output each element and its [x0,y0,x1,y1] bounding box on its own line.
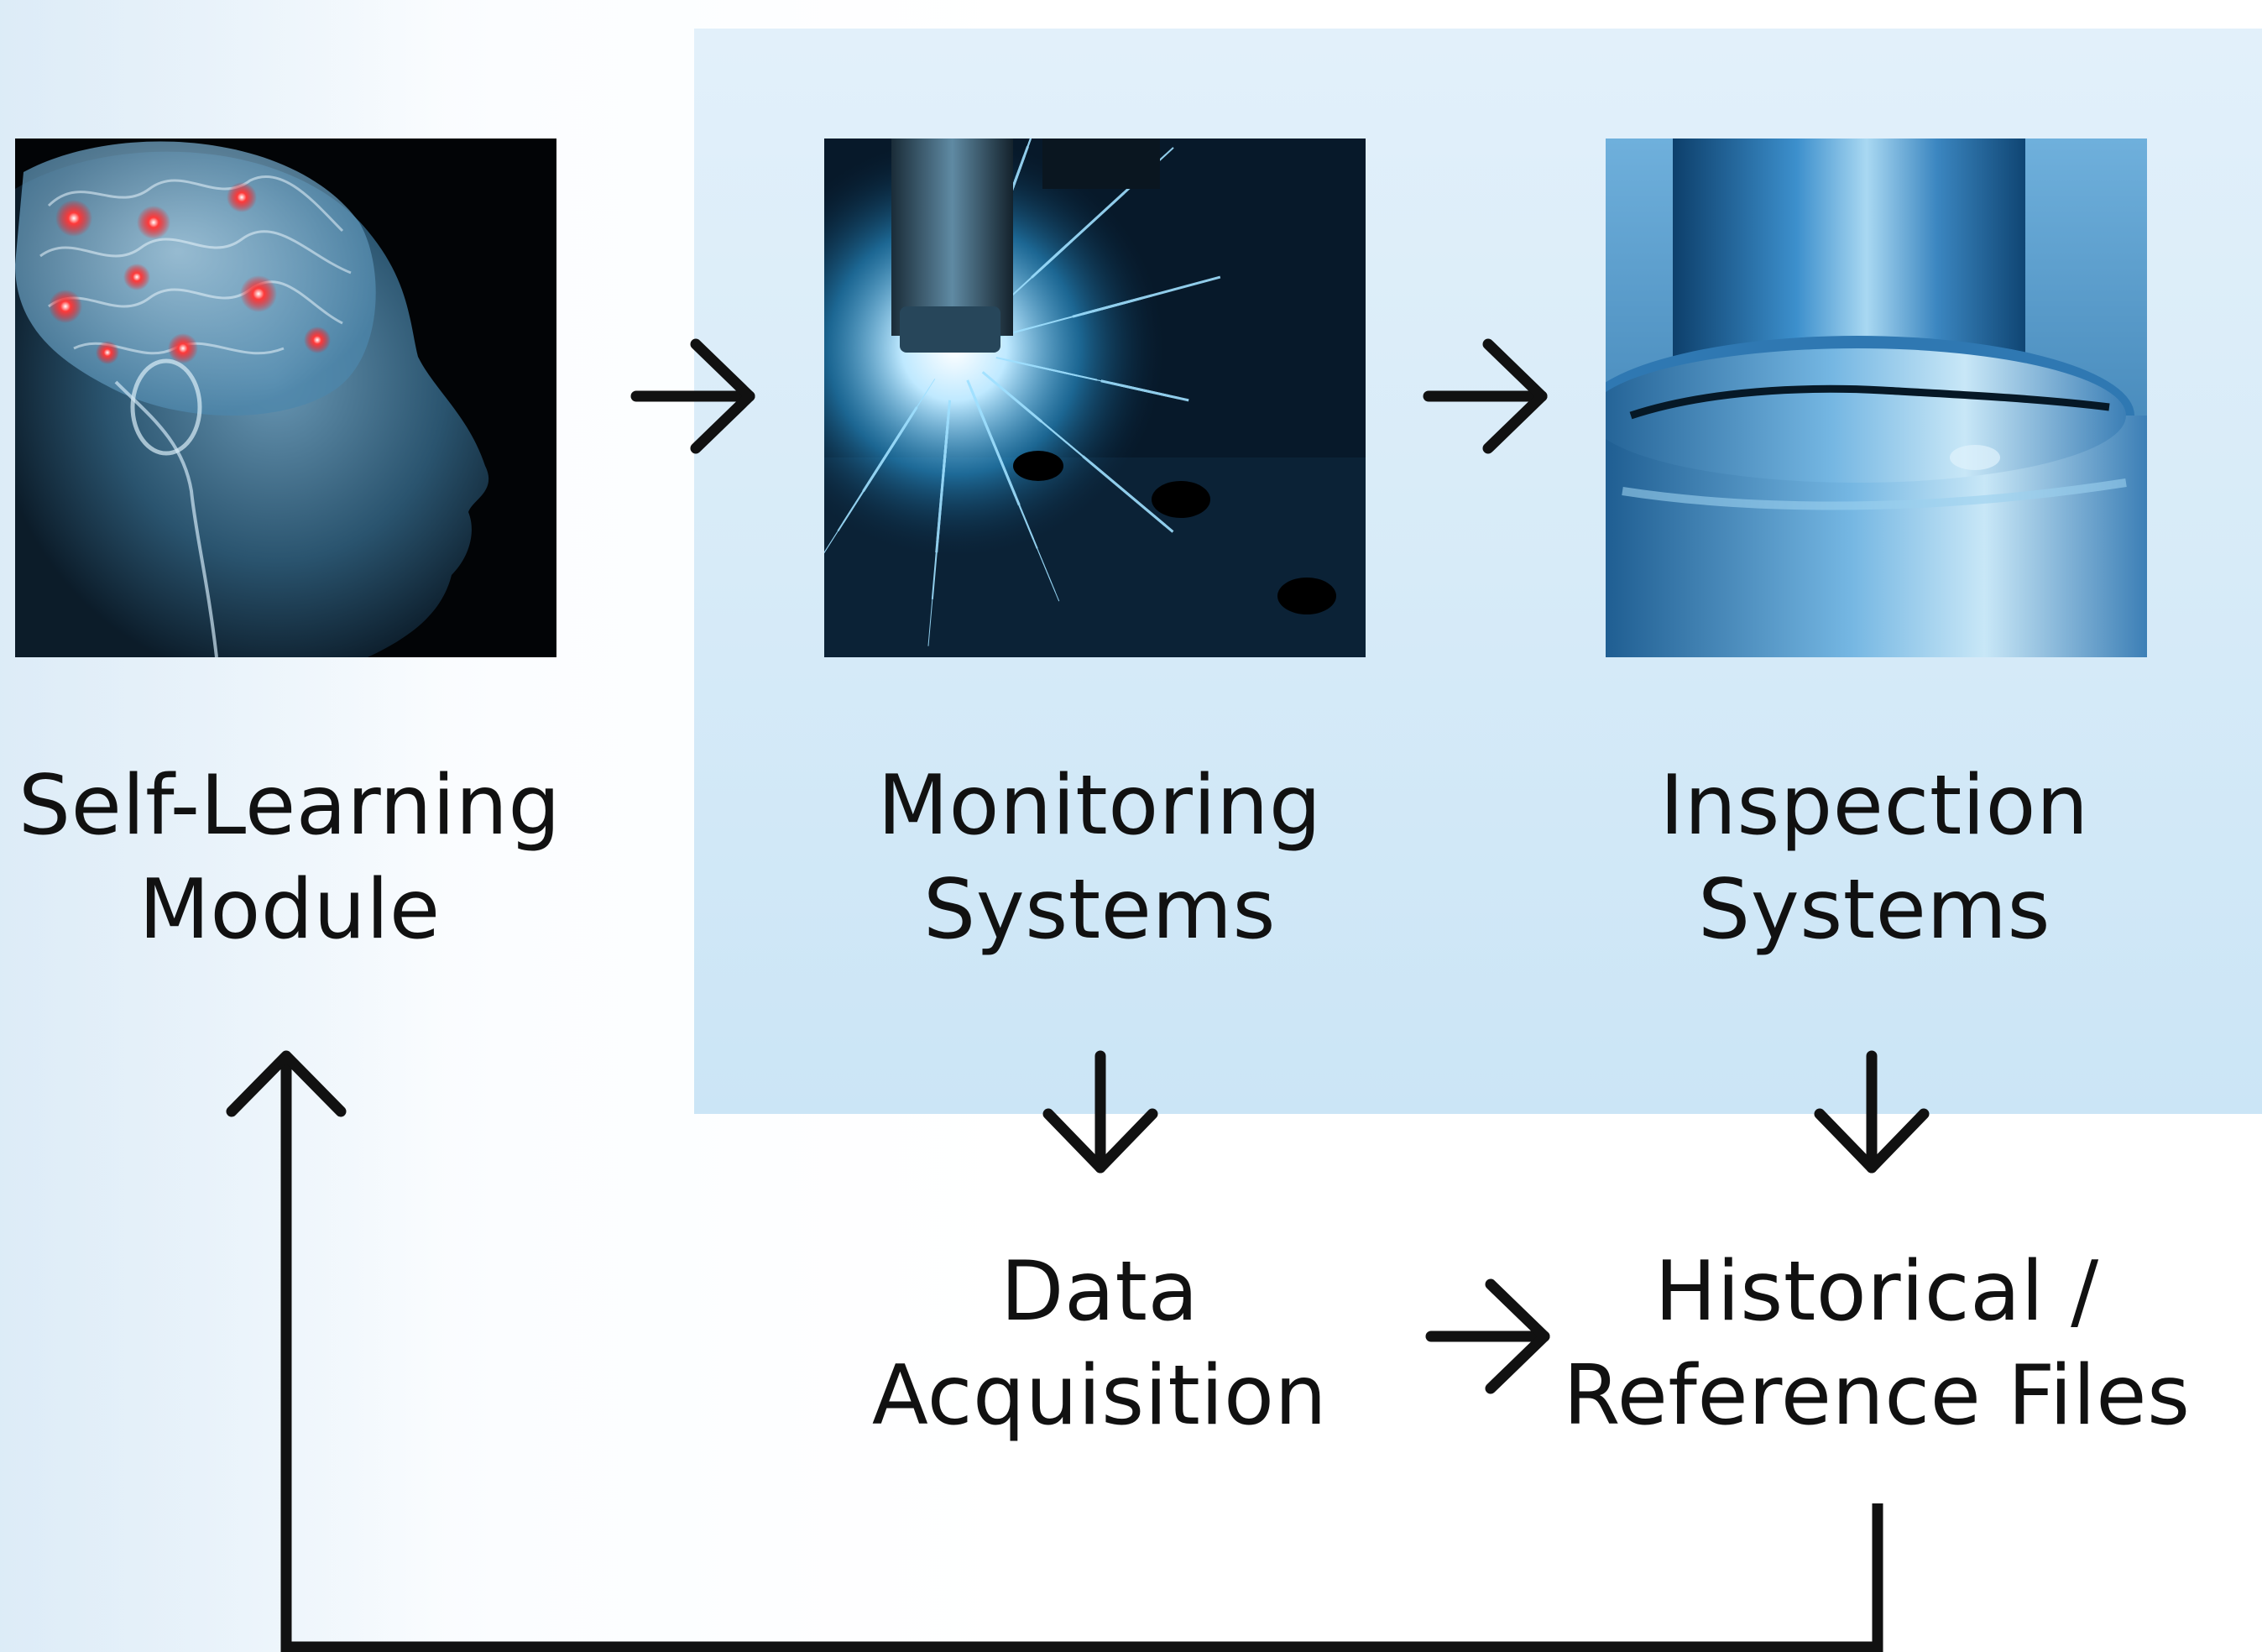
data-acquisition-label: Data Acquisition [781,1240,1418,1448]
welding-sparks-icon [824,139,1366,657]
data-acquisition-line2: Acquisition [871,1348,1328,1444]
monitoring-systems-label: Monitoring Systems [781,754,1418,962]
weld-inspection-image [1606,139,2147,657]
arrow-data-to-historical-icon [1425,1278,1550,1394]
self-learning-line1: Self-Learning [18,758,562,854]
data-acquisition-line1: Data [1000,1244,1199,1340]
self-learning-module-label: Self-Learning Module [0,754,609,962]
welding-sparks-image [824,139,1366,657]
historical-reference-files-label: Historical / Reference Files [1558,1240,2196,1448]
inspection-line2: Systems [1698,862,2050,958]
self-learning-line2: Module [138,862,441,958]
brain-head-icon [15,139,556,657]
brain-head-image [15,139,556,657]
inspection-systems-label: Inspection Systems [1555,754,2193,962]
monitoring-line2: Systems [923,862,1276,958]
historical-line2: Reference Files [1563,1348,2191,1444]
inspection-line1: Inspection [1659,758,2089,854]
weld-seam-icon [1606,139,2147,657]
monitoring-line1: Monitoring [877,758,1322,854]
historical-line1: Historical / [1654,1244,2099,1340]
